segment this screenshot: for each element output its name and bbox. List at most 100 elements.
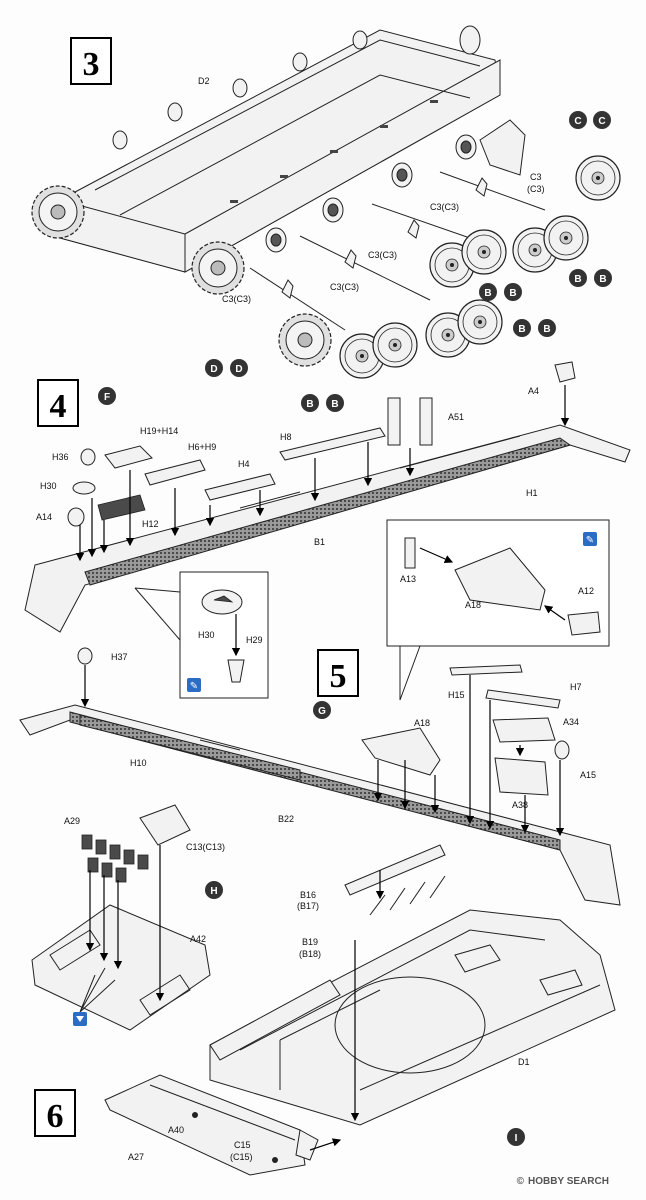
svg-text:✎: ✎: [190, 681, 198, 692]
callout-b-1: B B: [569, 269, 612, 287]
drive-sprocket: [278, 313, 332, 367]
step-5: 5 G A13 A18 A12 ✎: [19, 519, 621, 906]
label-c3c3-3: C3(C3): [330, 282, 359, 292]
step-6-letter: I: [515, 1133, 518, 1144]
section-h-circle: [205, 881, 223, 899]
part-a40-a27: [104, 1074, 306, 1176]
part-a14: [67, 507, 85, 527]
part-b16: [344, 844, 446, 896]
label-c3: C3: [530, 172, 542, 182]
fender-b22: [19, 704, 621, 906]
label-c3c3-1: C3(C3): [430, 202, 459, 212]
step-5-letter: G: [318, 706, 326, 717]
label-c3c3-4: C3(C3): [222, 294, 251, 304]
svg-text:C: C: [598, 116, 605, 127]
label-b22: B22: [278, 814, 294, 824]
part-h4: [204, 473, 276, 501]
step-6-circle: [507, 1128, 525, 1146]
callout-c: C C: [569, 111, 611, 129]
label-d2: D2: [198, 76, 210, 86]
label-c15: C15: [234, 1140, 251, 1150]
label-h37: H37: [111, 652, 128, 662]
label-h15: H15: [448, 690, 465, 700]
label-c3c3-2: C3(C3): [368, 250, 397, 260]
part-h15: [449, 664, 523, 676]
label-h29: H29: [246, 635, 263, 645]
step-6: 6 I B16 (B17) B19 (B18) D: [34, 844, 616, 1176]
step-3: 3 D2: [31, 25, 621, 412]
step-4: 4 F: [24, 361, 631, 699]
step-4-circle: [98, 387, 116, 405]
step-6-box: [34, 1089, 76, 1137]
svg-text:C: C: [574, 116, 581, 127]
label-a38: A38: [512, 800, 528, 810]
label-a42: A42: [190, 934, 206, 944]
step-3-box: [70, 37, 112, 85]
label-d1: D1: [518, 1057, 530, 1067]
label-h8: H8: [280, 432, 292, 442]
part-a38: [494, 757, 549, 796]
label-b1: B1: [314, 537, 325, 547]
label-c13c13: C13(C13): [186, 842, 225, 852]
label-a18-inset: A18: [465, 600, 481, 610]
label-a12: A12: [578, 586, 594, 596]
part-a34: [492, 717, 556, 743]
fender-b1: [24, 424, 631, 633]
step-4-letter: F: [104, 392, 110, 403]
svg-text:B: B: [331, 399, 338, 410]
part-h37: [77, 647, 93, 665]
section-h: H A29 C13(C13) A42: [31, 804, 225, 1031]
label-a15: A15: [580, 770, 596, 780]
part-a15: [554, 740, 570, 760]
svg-text:B: B: [509, 288, 516, 299]
step-5-box: [317, 649, 359, 697]
svg-text:B: B: [306, 399, 313, 410]
part-h7: [485, 689, 561, 709]
label-h10: H10: [130, 758, 147, 768]
svg-text:B: B: [574, 274, 581, 285]
callout-d: D D: [205, 359, 248, 377]
step-4-box: [37, 379, 79, 427]
step-3-number: 3: [83, 46, 100, 83]
label-h12: H12: [142, 519, 159, 529]
label-a18: A18: [414, 718, 430, 728]
svg-text:✎: ✎: [586, 535, 594, 546]
label-b19: B19: [302, 937, 318, 947]
part-h30: [72, 481, 96, 495]
part-a29: [81, 834, 149, 883]
step-5-circle: [313, 701, 331, 719]
part-c13: [139, 804, 191, 846]
callout-b-2: B B: [479, 283, 522, 301]
section-h-letter: H: [210, 886, 217, 897]
callout-b-3: B B: [513, 319, 556, 337]
watermark-text: HOBBY SEARCH: [528, 1176, 609, 1187]
label-h30-inset: H30: [198, 630, 215, 640]
step-4-number: 4: [50, 388, 67, 425]
watermark-symbol: ©: [517, 1176, 525, 1187]
label-a13: A13: [400, 574, 416, 584]
label-b18: (B18): [299, 949, 321, 959]
step-6-number: 6: [47, 1098, 64, 1135]
label-b16: B16: [300, 890, 316, 900]
label-h6h9: H6+H9: [188, 442, 216, 452]
part-h19h14: [104, 445, 153, 469]
callout-b-4: B B: [301, 394, 344, 412]
label-c15-paren: (C15): [230, 1152, 253, 1162]
step-5-number: 5: [330, 658, 347, 695]
inset-h30-h29: H30 H29 ✎: [134, 571, 269, 699]
svg-text:B: B: [599, 274, 606, 285]
part-a4: [554, 361, 576, 383]
label-h19h14: H19+H14: [140, 426, 178, 436]
label-b17: (B17): [297, 901, 319, 911]
label-h1: H1: [526, 488, 538, 498]
part-h6h9: [144, 459, 206, 486]
watermark: © HOBBY SEARCH: [517, 1176, 609, 1187]
label-h7: H7: [570, 682, 582, 692]
label-a40: A40: [168, 1125, 184, 1135]
svg-text:B: B: [484, 288, 491, 299]
svg-text:D: D: [235, 364, 242, 375]
part-a18: [361, 727, 441, 776]
part-h8: [279, 427, 386, 461]
